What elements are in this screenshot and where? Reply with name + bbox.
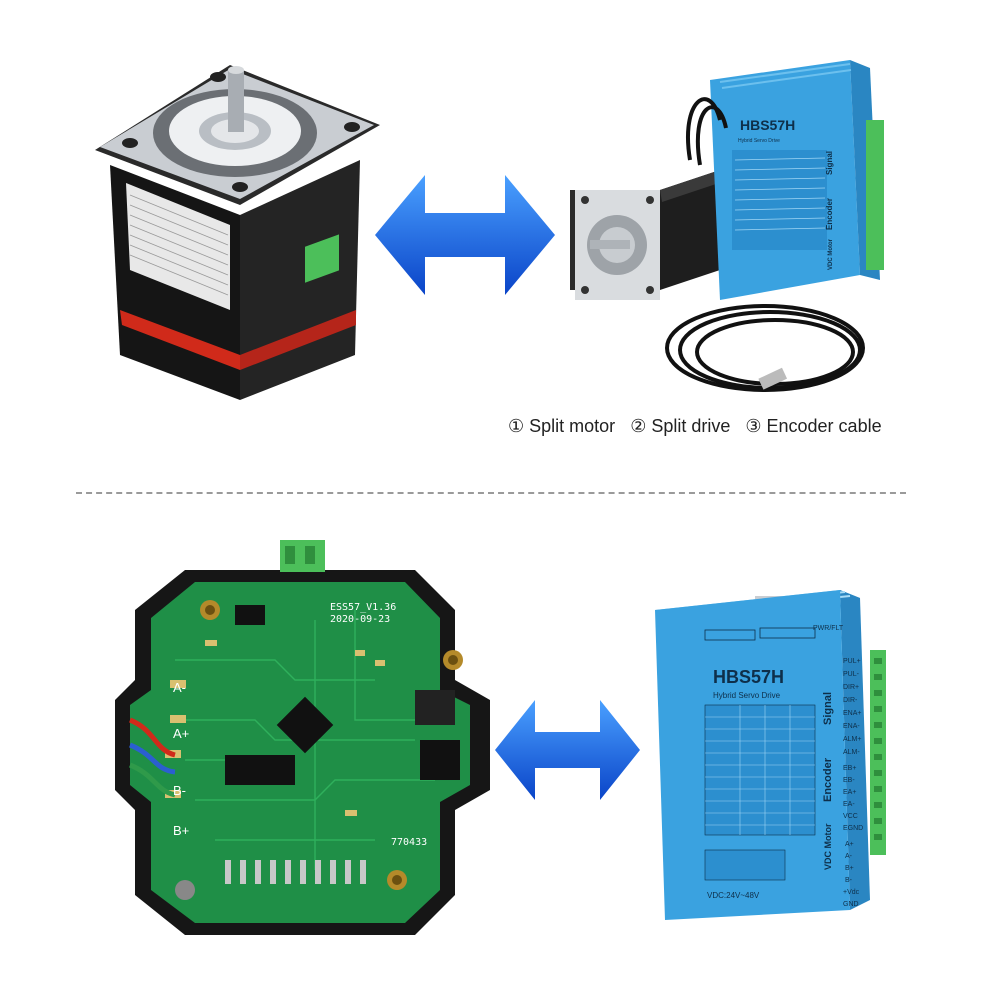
integrated-motor-image <box>95 65 380 400</box>
drive-subtitle: Hybrid Servo Drive <box>713 691 781 700</box>
parts-caption: ① Split motor ② Split drive ③ Encoder ca… <box>508 416 892 437</box>
pcb-label-b-minus: B- <box>173 783 186 798</box>
pin-label: ALM+ <box>843 736 861 743</box>
pin-label: ALM- <box>843 749 860 756</box>
pin-label: B- <box>845 877 853 884</box>
drive-top-signal: Signal <box>825 151 834 175</box>
pin-label: DIR- <box>843 697 858 704</box>
pcb-label-a-minus: A- <box>173 680 186 695</box>
pcb-date: 2020-09-23 <box>330 614 390 625</box>
pin-label: GND <box>843 901 859 908</box>
pcb-label-b-plus: B+ <box>173 823 189 838</box>
pin-label: +Vdc <box>843 889 860 896</box>
pin-label: A+ <box>845 841 854 848</box>
double-arrow-icon-2 <box>495 700 640 800</box>
drive-signal-label: Signal <box>822 692 834 725</box>
drive-voltage-label: VDC:24V~48V <box>707 891 760 900</box>
caption-split-motor: ① Split motor <box>508 416 616 436</box>
pin-label: B+ <box>845 865 854 872</box>
caption-encoder-cable: ③ Encoder cable <box>745 416 882 436</box>
pin-label: EGND <box>843 825 863 832</box>
double-arrow-icon <box>375 175 555 295</box>
split-motor-drive-image: HBS57H Hybrid Servo Drive Signal Encoder… <box>570 60 884 392</box>
pin-label: PUL- <box>843 671 860 678</box>
caption-split-drive: ② Split drive <box>630 416 731 436</box>
pin-label: EB+ <box>843 765 856 772</box>
pin-label: ENA+ <box>843 710 861 717</box>
hbs57h-drive-image: HBS57H Hybrid Servo Drive PWR/FLT Signal… <box>655 590 886 920</box>
drive-top-subtitle: Hybrid Servo Drive <box>738 138 780 144</box>
drive-top-encoder: Encoder <box>825 198 834 230</box>
pcb-label-a-plus: A+ <box>173 726 189 741</box>
drive-top-model: HBS57H <box>740 117 795 133</box>
pin-label: EA- <box>843 801 855 808</box>
pin-label: EA+ <box>843 789 856 796</box>
pin-label: PUL+ <box>843 658 861 665</box>
drive-motor-label: VDC Motor <box>823 823 833 870</box>
drive-encoder-label: Encoder <box>822 757 834 802</box>
pin-label: DIR+ <box>843 684 859 691</box>
pin-label: ENA- <box>843 723 860 730</box>
pcb-code: 770433 <box>391 837 427 848</box>
pcb-board-id: ESS57_V1.36 <box>330 602 396 613</box>
section-divider <box>76 492 906 494</box>
drive-model: HBS57H <box>713 667 784 687</box>
pcb-board-image: ESS57_V1.36 2020-09-23 770433 A- A+ B- B… <box>115 540 490 935</box>
drive-top-motor: VDC Motor <box>828 238 834 270</box>
pin-label: EB- <box>843 777 855 784</box>
pin-label: A- <box>845 853 853 860</box>
drive-pwr-label: PWR/FLT <box>813 625 844 632</box>
pin-label: VCC <box>843 813 858 820</box>
